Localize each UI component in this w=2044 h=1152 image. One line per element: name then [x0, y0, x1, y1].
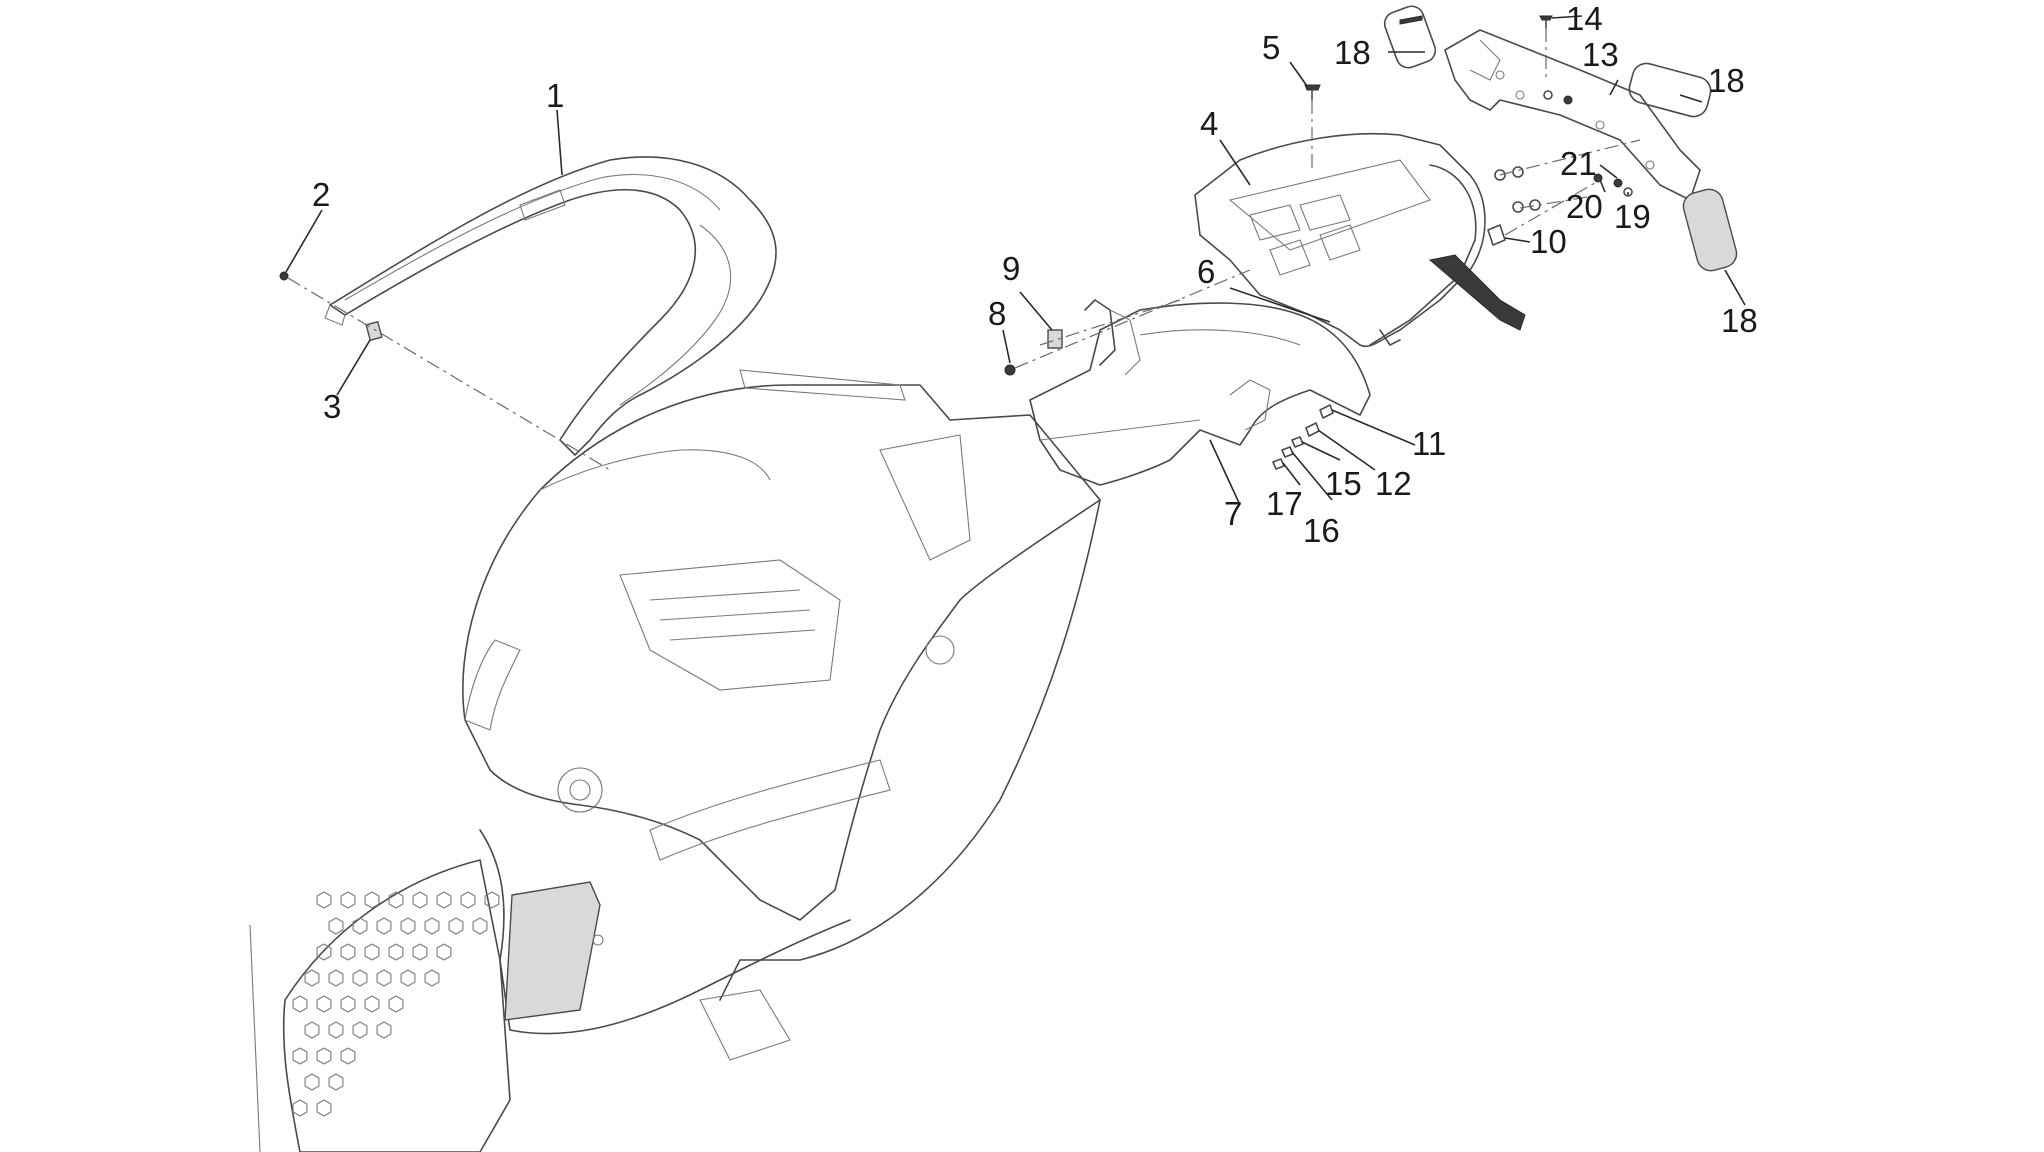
callout-9: 9 — [1002, 250, 1020, 287]
callout-7: 7 — [1224, 495, 1242, 532]
floor-hex — [316, 891, 332, 909]
floor-hex — [352, 1021, 368, 1039]
floor-hex — [364, 891, 380, 909]
part-screw-8 — [1004, 364, 1016, 376]
floor-hex — [316, 1099, 332, 1117]
floor-hex — [352, 917, 368, 935]
floor-hex — [388, 995, 404, 1013]
part-rear-grab-handle — [324, 156, 777, 456]
floor-hex — [340, 1047, 356, 1065]
floor-hex — [412, 891, 428, 909]
floor-hex — [328, 1073, 344, 1091]
callout-18c: 18 — [1721, 302, 1758, 339]
callout-15: 15 — [1325, 465, 1362, 502]
part-mudguard-upper — [1194, 132, 1526, 348]
callout-21: 21 — [1560, 145, 1597, 182]
callout-18b: 18 — [1708, 62, 1745, 99]
floor-hex — [304, 1073, 320, 1091]
callout-3: 3 — [323, 388, 341, 425]
floor-hex — [388, 943, 404, 961]
callout-labels: 1 2 3 4 5 6 7 8 9 10 11 12 13 14 15 16 1… — [312, 0, 1758, 549]
floor-hex — [436, 891, 452, 909]
floor-hex — [340, 943, 356, 961]
part-rear-body — [462, 369, 1101, 1061]
floor-hex — [484, 891, 500, 909]
callout-5: 5 — [1262, 29, 1280, 66]
part-floorboard — [249, 859, 511, 1152]
part-clip-9 — [1047, 329, 1063, 349]
callout-20: 20 — [1566, 188, 1603, 225]
callout-10: 10 — [1530, 223, 1567, 260]
part-screw-2 — [279, 271, 289, 281]
floor-hex — [376, 1021, 392, 1039]
floor-hex — [400, 969, 416, 987]
floor-hex — [304, 1021, 320, 1039]
floor-hex — [316, 1047, 332, 1065]
floor-hex — [328, 1021, 344, 1039]
callout-6: 6 — [1197, 253, 1215, 290]
callout-19: 19 — [1614, 198, 1651, 235]
floor-hex — [472, 917, 488, 935]
floor-hex — [292, 1047, 308, 1065]
floor-hex — [316, 995, 332, 1013]
callout-11: 11 — [1412, 425, 1446, 462]
part-bolt-10 — [1487, 224, 1506, 246]
floor-hex — [304, 969, 320, 987]
callout-18a: 18 — [1334, 34, 1371, 71]
callout-12: 12 — [1375, 465, 1412, 502]
callout-2: 2 — [312, 176, 330, 213]
floor-hex — [424, 917, 440, 935]
part-reflectors — [1383, 5, 1738, 272]
floor-hex — [340, 995, 356, 1013]
floor-hex — [328, 969, 344, 987]
floor-hex — [292, 1099, 308, 1117]
callout-4: 4 — [1200, 105, 1218, 142]
part-small-fasteners — [1272, 404, 1334, 470]
floor-hex — [292, 995, 308, 1013]
callout-14: 14 — [1566, 0, 1603, 37]
floor-hex — [352, 969, 368, 987]
part-screw-14 — [1539, 15, 1553, 29]
floor-hex — [436, 943, 452, 961]
floor-hex — [388, 891, 404, 909]
callout-8: 8 — [988, 295, 1006, 332]
floor-hex — [316, 943, 332, 961]
callout-1: 1 — [546, 77, 564, 114]
floor-hex — [376, 917, 392, 935]
floor-hex — [376, 969, 392, 987]
part-clip-3 — [365, 320, 383, 342]
alignment-lines — [287, 28, 1641, 471]
floor-hex — [364, 943, 380, 961]
part-mudguard-lower — [1029, 299, 1371, 486]
floor-hex — [340, 891, 356, 909]
floor-hex — [400, 917, 416, 935]
callout-13: 13 — [1582, 36, 1619, 73]
floor-hex — [424, 969, 440, 987]
part-screw-5 — [1304, 84, 1321, 101]
floor-hex — [328, 917, 344, 935]
floor-hex — [364, 995, 380, 1013]
part-license-bracket — [1444, 29, 1701, 201]
callout-16: 16 — [1303, 512, 1340, 549]
floor-hex — [448, 917, 464, 935]
callout-17: 17 — [1266, 485, 1303, 522]
floor-hex — [412, 943, 428, 961]
leader-lines — [285, 15, 1746, 506]
floor-hex — [460, 891, 476, 909]
